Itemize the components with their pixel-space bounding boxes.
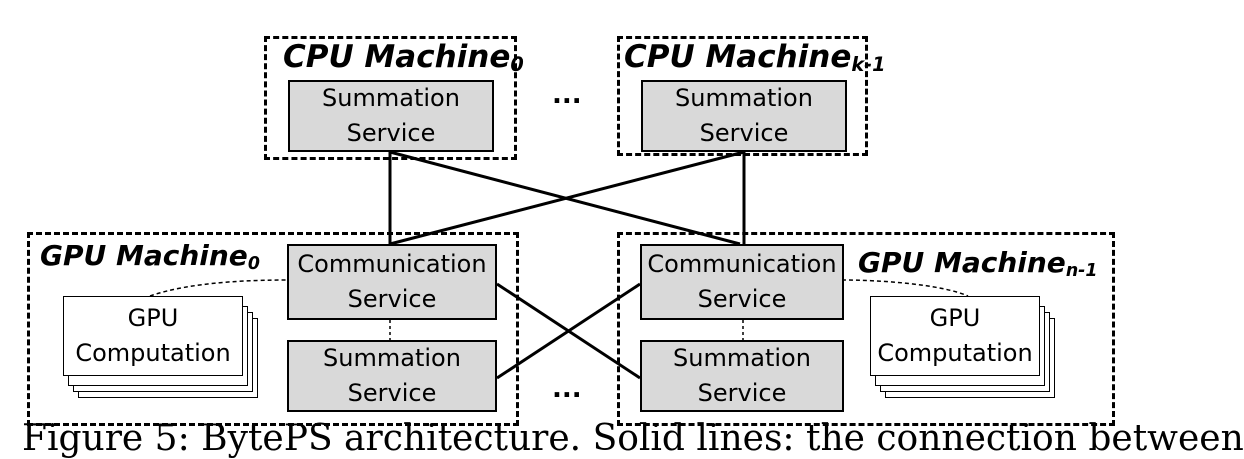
cpu-machine-k-1 <box>617 36 868 156</box>
connection-lines <box>149 150 969 380</box>
cpu-machine-k-1-title: CPU Machinek-1 <box>624 39 886 77</box>
cpu-ellipsis: ... <box>552 80 582 110</box>
gpu-machine-n-1-title: GPU Machinen-1 <box>858 246 1098 281</box>
conn-cpuk-comm0 <box>389 150 745 246</box>
conn-commn-summ0 <box>496 282 641 380</box>
local-comm0-gpu0 <box>149 279 288 297</box>
figure-caption: Figure 5: BytePS architecture. Solid lin… <box>22 418 1244 459</box>
local-commn-gpun <box>841 279 969 297</box>
cpu-machine-0-title: CPU Machine0 <box>283 39 524 77</box>
gpu-machine-n-1 <box>617 232 1115 426</box>
gpu-ellipsis: ... <box>552 374 582 404</box>
cpu-machine-0 <box>264 36 517 160</box>
gpu-machine-0 <box>27 232 519 426</box>
gpu-machine-0-title: GPU Machine0 <box>40 239 260 274</box>
